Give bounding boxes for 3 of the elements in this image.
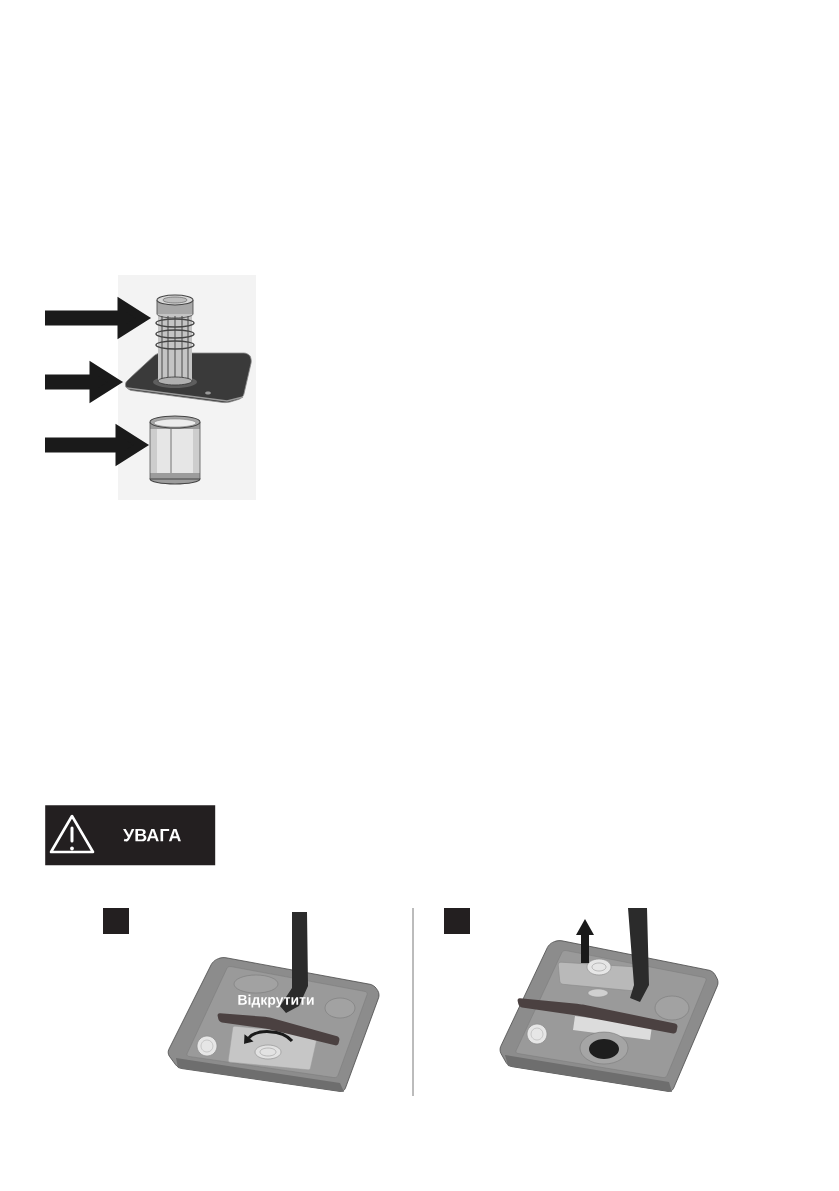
warning-banner: УВАГА — [45, 805, 216, 866]
filter-cylinder — [149, 415, 201, 485]
filter-cage — [155, 294, 195, 386]
